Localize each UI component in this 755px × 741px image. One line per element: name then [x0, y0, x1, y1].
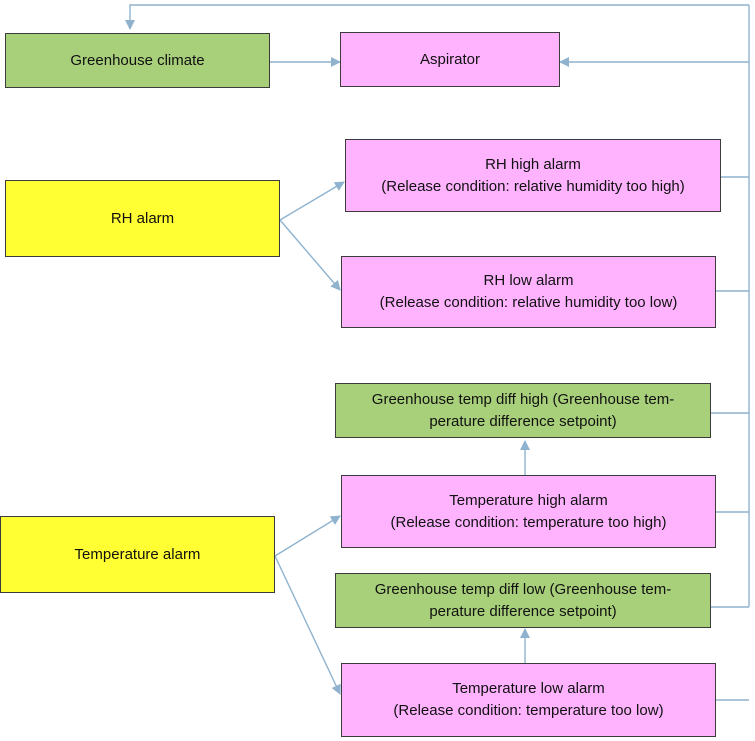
box-text-line: (Release condition: relative humidity to…	[379, 294, 678, 311]
arrow-bus-to-climate	[125, 4, 749, 30]
box-text-line: (Release condition: relative humidity to…	[381, 177, 685, 195]
box-text-line: perature difference setpoint)	[429, 602, 617, 620]
box-rh-high-alarm: RH high alarm (Release condition: relativ…	[345, 139, 721, 212]
box-greenhouse-climate: Greenhouse climate	[5, 33, 270, 88]
box-temperature-high-alarm: Temperature high alarm (Release condition…	[341, 475, 716, 548]
box-rh-alarm: RH alarm	[5, 180, 280, 257]
arrow-rh-to-high	[279, 181, 345, 221]
box-text-line: (Release condition: temperature too low)	[393, 702, 664, 719]
box-temp-diff-high: Greenhouse temp diff high (Greenhouse te…	[335, 383, 711, 438]
box-text-line: Temperature alarm	[74, 545, 201, 563]
box-text-line: Greenhouse climate	[70, 51, 205, 69]
box-text-line: Aspirator	[419, 50, 481, 68]
box-aspirator: Aspirator	[340, 32, 560, 87]
box-text-line: perature difference setpoint)	[429, 412, 617, 430]
arrow-temp-to-high	[274, 515, 341, 557]
arrow-rh-to-low	[279, 219, 341, 291]
box-text-line: Temperature high alarm	[449, 491, 608, 509]
arrow-temp-to-low	[274, 555, 341, 695]
box-text-line: (Release condition: temperature too high…	[390, 513, 667, 531]
box-text-line: Greenhouse temp diff low (Greenhouse tem…	[374, 580, 672, 598]
box-temperature-low-alarm: Temperature low alarm (Release condition:…	[341, 663, 716, 737]
box-rh-low-alarm: RH low alarm (Release condition: relative…	[341, 256, 716, 328]
box-text-line: RH low alarm	[483, 272, 574, 289]
box-text-line: Temperature low alarm	[452, 680, 605, 697]
box-temp-diff-low: Greenhouse temp diff low (Greenhouse tem…	[335, 573, 711, 628]
box-text-line: RH high alarm	[485, 155, 581, 173]
box-temperature-alarm: Temperature alarm	[0, 516, 275, 593]
box-text-line: RH alarm	[110, 209, 175, 227]
box-text-line: Greenhouse temp diff high (Greenhouse te…	[371, 390, 675, 408]
